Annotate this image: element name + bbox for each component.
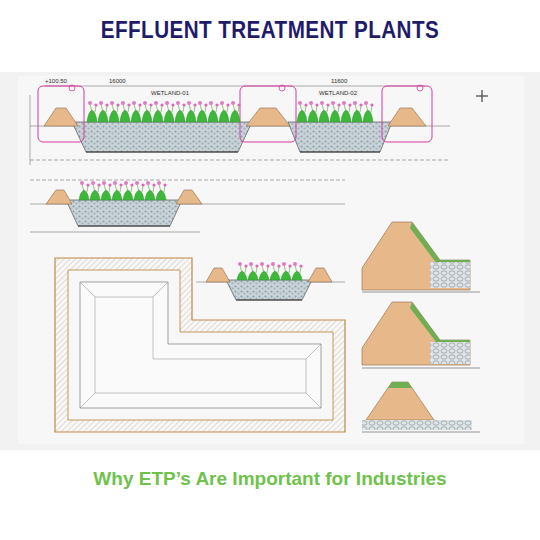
caption: Why ETP’s Are Important for Industries bbox=[0, 468, 540, 490]
dimension-label: 16000 bbox=[108, 78, 127, 85]
dimension-label: +100.50 bbox=[44, 78, 68, 85]
dimension-label: 11600 bbox=[330, 78, 348, 85]
dimension-label: WETLAND-02 bbox=[318, 90, 358, 97]
title: EFFLUENT TREATMENT PLANTS bbox=[38, 16, 502, 44]
dimension-label: WETLAND-01 bbox=[150, 90, 190, 97]
